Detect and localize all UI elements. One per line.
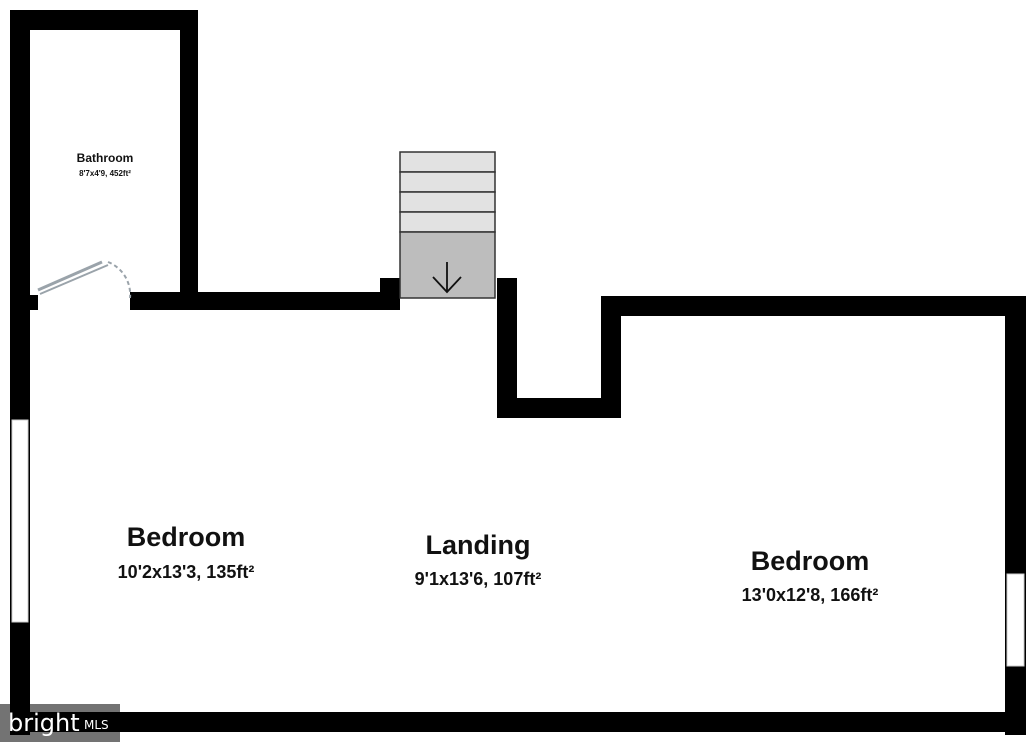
bright-mls-watermark: bright MLS (0, 704, 120, 742)
room-name-landing: Landing (426, 530, 531, 560)
arrow-down-icon (432, 262, 462, 294)
watermark-brand: bright (8, 709, 80, 737)
stair-step (399, 171, 496, 193)
watermark-suffix: MLS (84, 718, 109, 732)
room-name-bathroom: Bathroom (77, 151, 134, 165)
room-name-bedroom-right: Bedroom (751, 546, 870, 576)
wall-stair-jog (380, 278, 400, 310)
stairs (399, 151, 496, 299)
bathroom-door (37, 260, 132, 299)
wall-upper (130, 292, 400, 310)
wall-bottom (10, 712, 1026, 732)
wall-notch-right (601, 296, 621, 418)
stair-step (399, 151, 496, 173)
window-left (11, 419, 29, 623)
room-name-bedroom-left: Bedroom (127, 522, 246, 552)
stair-step (399, 211, 496, 233)
room-dims-landing: 9'1x13'6, 107ft² (415, 569, 542, 589)
room-dims-bedroom-right: 13'0x12'8, 166ft² (742, 585, 879, 605)
wall-stair-right (497, 278, 517, 418)
room-dims-bedroom-left: 10'2x13'3, 135ft² (118, 562, 255, 582)
stair-step (399, 191, 496, 213)
wall-door-post (28, 295, 38, 310)
room-dims-bathroom: 8'7x4'9, 452ft² (79, 169, 131, 178)
wall-bathroom-top (10, 10, 198, 30)
wall-right-top (601, 296, 1026, 316)
wall-right (1005, 296, 1026, 735)
window-right (1006, 573, 1025, 667)
wall-notch-bottom (497, 398, 621, 418)
wall-bathroom-left (10, 10, 30, 310)
wall-bathroom-right (180, 10, 198, 310)
walls (10, 10, 1026, 735)
